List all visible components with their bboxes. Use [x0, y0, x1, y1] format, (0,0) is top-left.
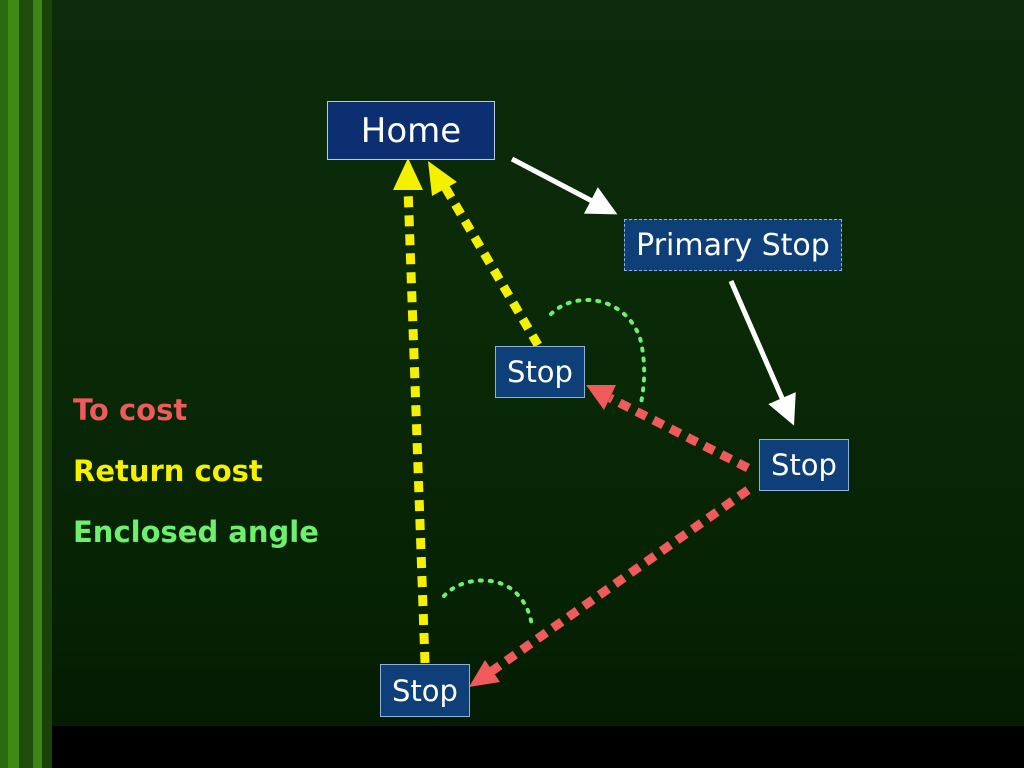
- decor-stripe: [8, 0, 19, 768]
- enclosed-angle-arc: [442, 578, 534, 628]
- to-cost-arrowhead: [469, 660, 500, 687]
- edge-primary-to-stop: [728, 280, 796, 426]
- to-cost-arrow: [489, 486, 751, 675]
- return-cost-arrowhead: [393, 158, 423, 190]
- return-cost-arrowhead: [428, 161, 457, 196]
- primary-stop-node: Primary Stop: [624, 219, 842, 271]
- edge-home-to-primary: [510, 156, 618, 215]
- decor-stripe: [19, 0, 33, 768]
- stop-node: Stop: [380, 664, 470, 717]
- to-cost-arrow: [607, 393, 751, 473]
- home-node: Home: [327, 101, 495, 160]
- legend: To cost Return cost Enclosed angle: [73, 390, 319, 573]
- to-cost-arrowhead: [586, 385, 616, 410]
- return-cost-arrow: [403, 187, 430, 664]
- legend-enclosed-angle: Enclosed angle: [73, 515, 319, 549]
- decor-stripe: [0, 0, 8, 768]
- decor-stripe: [42, 0, 52, 768]
- stop-node: Stop: [495, 346, 585, 398]
- return-cost-arrow: [441, 184, 542, 348]
- bottom-band: [0, 726, 1024, 768]
- enclosed-angle-arc: [549, 298, 647, 410]
- legend-return-cost: Return cost: [73, 454, 263, 488]
- legend-to-cost: To cost: [73, 393, 188, 427]
- stop-node: Stop: [759, 439, 849, 491]
- decor-stripe: [33, 0, 42, 768]
